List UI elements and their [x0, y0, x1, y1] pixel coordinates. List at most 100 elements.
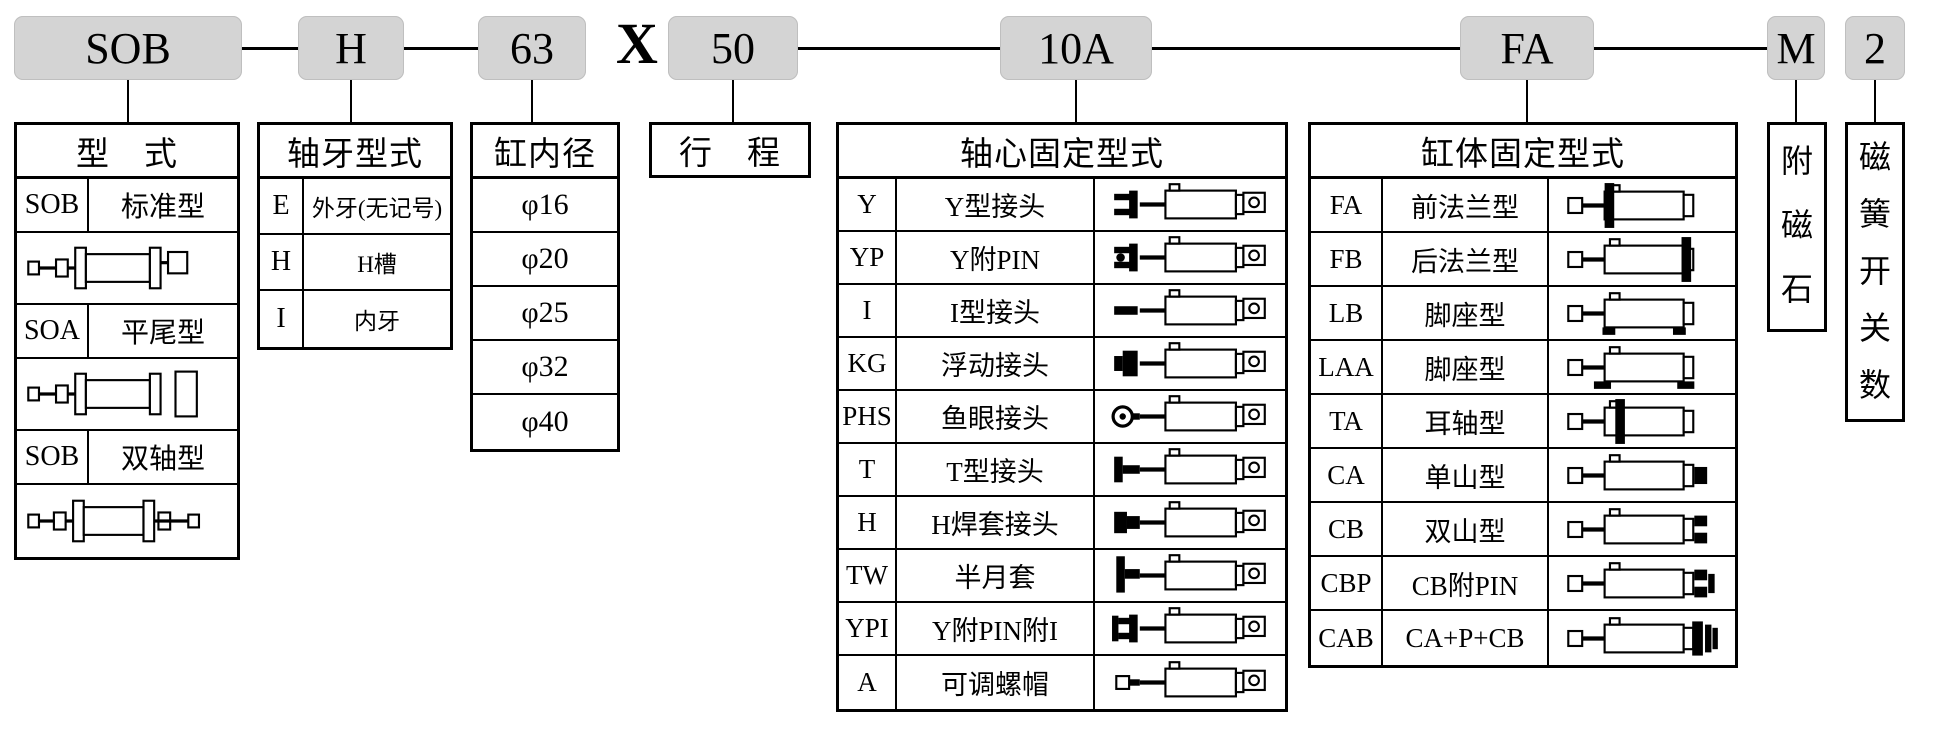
name-cell: 单山型 [1383, 449, 1549, 501]
ca-p-cb-icon [1549, 611, 1735, 665]
name-cell: Y附PIN [897, 232, 1095, 283]
code-cell: TW [839, 550, 897, 601]
code-cell: I [260, 291, 304, 347]
type-table-header: 型 式 [17, 125, 237, 179]
code-segment-mount: FA [1460, 16, 1594, 80]
table-row-drawing [17, 485, 237, 557]
table-row: φ20 [473, 233, 617, 287]
trunnion-icon [1549, 395, 1735, 447]
magnet-box: 附磁石 [1767, 122, 1827, 332]
code-cell: CAB [1311, 611, 1383, 665]
code-cell: CBP [1311, 557, 1383, 609]
code-cell: CB [1311, 503, 1383, 555]
name-cell: 前法兰型 [1383, 179, 1549, 231]
name-cell: H槽 [357, 252, 397, 277]
connector-line [1152, 47, 1460, 50]
thread-table-rows: E 外牙(无记号) H H槽 I 内牙 [260, 179, 450, 347]
rod-end-table: 轴心固定型式 Y Y型接头 YP Y附PIN I I型接头 [836, 122, 1288, 712]
magnet-label: 附磁石 [1780, 143, 1813, 307]
code-cell: E [260, 179, 304, 233]
name-cell: 脚座型 [1383, 341, 1549, 393]
type-table: 型 式 SOB 标准型 SOA 平尾型 [14, 122, 240, 560]
connector-line-vertical [1526, 80, 1528, 122]
i-joint-icon [1095, 285, 1285, 336]
stroke-table-header: 行 程 [679, 136, 781, 172]
table-row: H H焊套接头 [839, 497, 1285, 550]
code-segment-stroke: 50 [668, 16, 798, 80]
y-pin-icon [1095, 232, 1285, 283]
bore-value: φ16 [521, 188, 569, 221]
connector-line-vertical [732, 80, 734, 122]
table-row: TA 耳轴型 [1311, 395, 1735, 449]
y-pin-i-icon [1095, 603, 1285, 654]
name-cell: 鱼眼接头 [897, 391, 1095, 442]
code-cell: FB [1311, 233, 1383, 285]
table-row: YPI Y附PIN附I [839, 603, 1285, 656]
mount-table-header: 缸体固定型式 [1311, 125, 1735, 179]
table-row-drawing [17, 233, 237, 305]
bore-table-header: 缸内径 [473, 125, 617, 179]
bore-table-rows: φ16 φ20 φ25 φ32 φ40 [473, 179, 617, 449]
connector-line-vertical [127, 80, 129, 122]
code-cell: TA [1311, 395, 1383, 447]
table-row: LAA 脚座型 [1311, 341, 1735, 395]
rear-flange-icon [1549, 233, 1735, 285]
cyl-double-shaft-icon [17, 485, 237, 557]
name-cell: 内牙 [354, 309, 400, 334]
half-moon-sleeve-icon [1095, 550, 1285, 601]
connector-line [798, 47, 1000, 50]
bore-value: φ25 [521, 296, 569, 329]
foot-mount-laa-icon [1549, 341, 1735, 393]
code-cell: A [839, 656, 897, 709]
table-row: FB 后法兰型 [1311, 233, 1735, 287]
name-cell: Y附PIN附I [897, 603, 1095, 654]
name-cell: 脚座型 [1383, 287, 1549, 339]
table-row: SOA 平尾型 [17, 305, 237, 359]
mount-table: 缸体固定型式 FA 前法兰型 FB 后法兰型 LB 脚座型 [1308, 122, 1738, 668]
table-row: A 可调螺帽 [839, 656, 1285, 709]
code-cell: H [839, 497, 897, 548]
code-cell: SOB [17, 431, 89, 483]
table-row-drawing [17, 359, 237, 431]
code-cell: FA [1311, 179, 1383, 231]
code-separator-x: X [616, 10, 658, 76]
table-row: PHS 鱼眼接头 [839, 391, 1285, 444]
name-cell: T型接头 [897, 444, 1095, 495]
floating-joint-icon [1095, 338, 1285, 389]
bore-value: φ32 [521, 350, 569, 383]
code-cell: Y [839, 179, 897, 230]
name-cell: 平尾型 [120, 318, 205, 349]
table-row: φ32 [473, 341, 617, 395]
foot-mount-lb-icon [1549, 287, 1735, 339]
rod-end-table-header: 轴心固定型式 [839, 125, 1285, 179]
table-row: φ40 [473, 395, 617, 449]
code-segment-switch-count: 2 [1845, 16, 1905, 80]
code-segment-rod-end: 10A [1000, 16, 1152, 80]
name-cell: 标准型 [120, 192, 205, 223]
name-cell: Y型接头 [897, 179, 1095, 230]
table-row: SOB 标准型 [17, 179, 237, 233]
table-row: E 外牙(无记号) [260, 179, 450, 235]
cyl-standard-icon [17, 233, 237, 303]
name-cell: 双山型 [1383, 503, 1549, 555]
table-row: Y Y型接头 [839, 179, 1285, 232]
name-cell: 外牙(无记号) [311, 196, 443, 221]
y-joint-icon [1095, 179, 1285, 230]
name-cell: 可调螺帽 [897, 656, 1095, 709]
table-row: CA 单山型 [1311, 449, 1735, 503]
t-joint-icon [1095, 444, 1285, 495]
bore-value: φ40 [521, 405, 569, 438]
cyl-flat-tail-icon [17, 359, 237, 429]
table-row: LB 脚座型 [1311, 287, 1735, 341]
code-segment-magnet: M [1767, 16, 1825, 80]
connector-line-vertical [1075, 80, 1077, 122]
name-cell: 半月套 [897, 550, 1095, 601]
table-row: CAB CA+P+CB [1311, 611, 1735, 665]
connector-line-vertical [531, 80, 533, 122]
rod-end-table-rows: Y Y型接头 YP Y附PIN I I型接头 KG [839, 179, 1285, 709]
front-flange-icon [1549, 179, 1735, 231]
table-row: H H槽 [260, 235, 450, 291]
switch-count-box: 磁簧开关数 [1845, 122, 1905, 422]
name-cell: 双轴型 [120, 444, 205, 475]
